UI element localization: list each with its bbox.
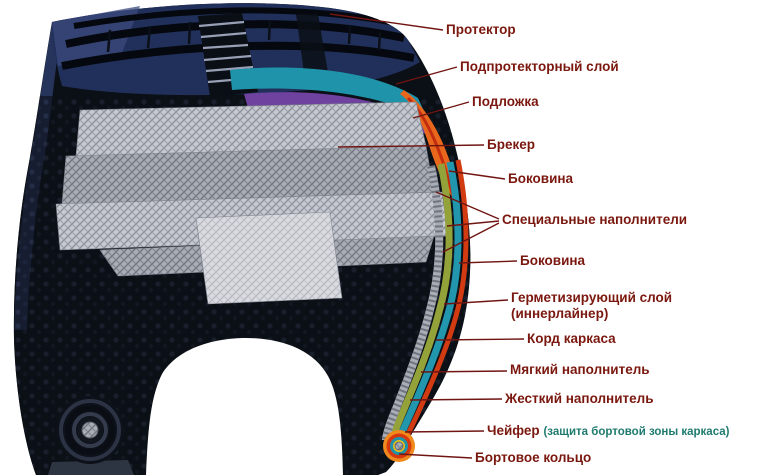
label-sidewall-lower: Боковина — [520, 253, 586, 268]
label-carcass-cord: Корд каркаса — [527, 331, 616, 346]
chafer-title: Чейфер — [487, 423, 540, 438]
label-hard-filler: Жесткий наполнитель — [505, 391, 654, 406]
chafer-note: (защита бортовой зоны каркаса) — [543, 426, 730, 438]
tread-sipes — [198, 20, 256, 84]
label-subtread-layer: Подпротекторный слой — [460, 59, 619, 74]
label-bead-ring: Бортовое кольцо — [475, 450, 592, 465]
bead-left-rings — [56, 396, 124, 464]
label-breaker: Брекер — [487, 137, 535, 152]
label-tread: Протектор — [446, 22, 516, 37]
underlay-purple-band — [244, 92, 440, 142]
breaker-plies — [55, 101, 449, 305]
label-sidewall-upper: Боковина — [508, 171, 574, 186]
bead-right — [383, 430, 415, 462]
label-chafer: Чейфер (защита бортовой зоны каркаса) — [487, 423, 729, 439]
tread-surface — [52, 3, 420, 97]
label-innerliner-sealing-layer: Герметизирующий слой (иннерлайнер) — [511, 290, 673, 321]
label-underlay: Подложка — [472, 94, 539, 109]
label-soft-filler: Мягкий наполнитель — [510, 362, 650, 377]
label-special-fillers: Специальные наполнители — [502, 212, 688, 227]
subtread-teal-band — [230, 67, 428, 120]
leader-lines — [329, 13, 525, 459]
